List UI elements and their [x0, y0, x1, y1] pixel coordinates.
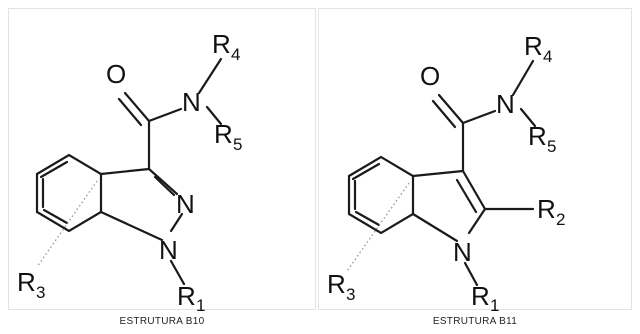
benzene-double-bond-bottom [42, 208, 69, 225]
caption-b11: ESTRUTURA B11 [432, 316, 518, 327]
benzene-double-bond-bottom [354, 210, 381, 227]
structure-panel-b10: O N N N R 4 R 5 R 1 R 3 [8, 8, 316, 311]
label-r1-sub-b10: 1 [196, 296, 205, 311]
label-r2-sub-b11: 2 [556, 210, 565, 229]
benzene-ring-bonds [35, 153, 103, 233]
bond-c2-n1 [467, 207, 487, 235]
label-r4-sub-b11: 4 [543, 47, 552, 66]
bond-c3-c2 [461, 169, 487, 211]
structure-b10-drawing: O N N N R 4 R 5 R 1 R 3 [17, 29, 242, 311]
bond-c3a-c3 [411, 169, 465, 178]
label-r4-b11: R [524, 31, 543, 61]
bond-c3-n2 [147, 167, 179, 196]
benzene-double-bond-top [351, 162, 381, 181]
label-r4-b10: R [212, 29, 231, 59]
atom-n-amide-b11: N [496, 89, 515, 119]
bond-c3-c2-double [455, 178, 478, 214]
label-r4-sub-b10: 4 [231, 45, 240, 64]
bond-n-r4 [197, 57, 223, 95]
bond-n-r5 [205, 105, 223, 126]
label-r5-b10: R [214, 119, 233, 149]
atom-n1-b11: N [453, 237, 472, 267]
label-r1-b11: R [471, 281, 490, 311]
label-r5-sub-b11: 5 [547, 137, 556, 156]
label-r3-sub-b10: 3 [36, 283, 45, 302]
label-r3-b10: R [17, 267, 36, 297]
bond-carbonyl-o-double [117, 97, 143, 127]
bond-carbonyl-o-double [431, 99, 457, 129]
bond-r3-dotted [346, 182, 410, 272]
bond-n-r5 [519, 107, 537, 128]
bond-carbonyl-o [437, 93, 465, 125]
bond-n1-c7a [411, 212, 459, 243]
label-r1-b10: R [177, 281, 196, 311]
bond-carbonyl-n [147, 107, 183, 123]
label-r1-sub-b11: 1 [490, 296, 499, 311]
benzene-double-bond-top [39, 160, 69, 179]
atom-o-b11: O [420, 61, 440, 91]
benzene-ring-bonds [347, 155, 415, 235]
bond-n1-r1 [463, 261, 479, 287]
label-r3-b11: R [327, 269, 346, 299]
atom-n-amide-b10: N [182, 87, 201, 117]
label-r2-b11: R [537, 194, 556, 224]
bond-n1-r1 [169, 259, 186, 286]
label-r5-sub-b10: 5 [233, 135, 242, 154]
bond-carbonyl-o [123, 91, 151, 123]
bond-c3-n2-double [153, 175, 176, 197]
atom-o-b10: O [106, 59, 126, 89]
atom-n2-b10: N [176, 189, 195, 219]
structure-b11-drawing: O N N R 4 R 5 R 2 R 1 R 3 [327, 31, 565, 311]
caption-b10: ESTRUTURA B10 [119, 316, 205, 327]
atom-n1-b10: N [159, 235, 178, 265]
bond-c3a-c3 [99, 167, 151, 176]
bond-n-r4 [511, 59, 535, 97]
label-r5-b11: R [528, 121, 547, 151]
label-r3-sub-b11: 3 [346, 285, 355, 304]
structure-panel-b11: O N N R 4 R 5 R 2 R 1 R 3 [318, 8, 632, 311]
bond-n2-n1 [169, 212, 184, 233]
bond-n1-c7a [99, 210, 164, 242]
bond-carbonyl-n [461, 109, 497, 125]
bond-r3-dotted [36, 180, 98, 268]
